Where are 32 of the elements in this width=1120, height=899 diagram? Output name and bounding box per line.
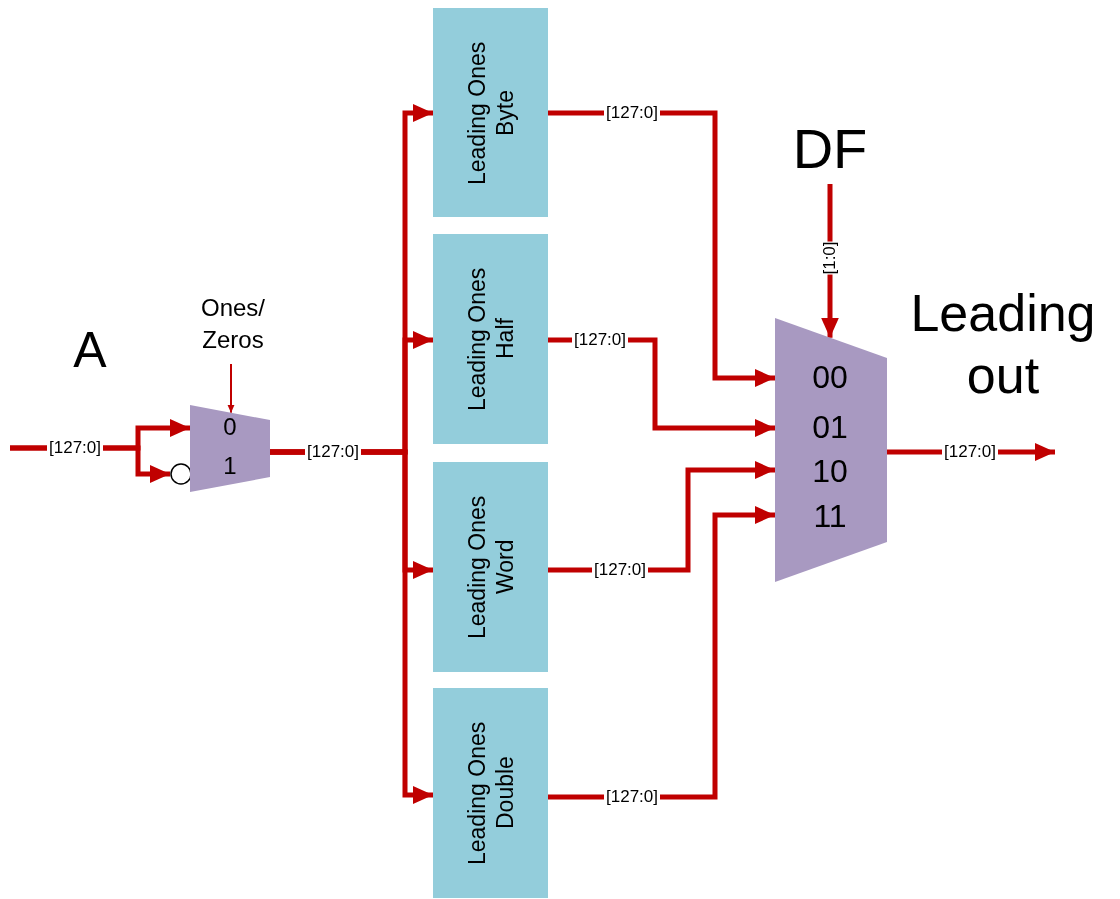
arrow (548, 506, 775, 800)
process-block (433, 8, 548, 217)
arrow (227, 363, 235, 414)
signal-name: Leading out (909, 283, 1097, 406)
arrow (270, 449, 433, 804)
process-block (433, 234, 548, 444)
edge-label: [127:0] (572, 330, 628, 350)
signal-name: A (72, 325, 108, 375)
edge-label: [127:0] (942, 442, 998, 462)
signal-name: Ones/ Zeros (178, 292, 288, 364)
input-label: 10 (811, 452, 849, 490)
edge-label: [127:0] (604, 787, 660, 807)
input-label: 01 (811, 408, 849, 446)
input-label: 1 (222, 452, 238, 480)
edge-label: [127:0] (47, 438, 103, 458)
block-label: Leading Ones Word (462, 494, 519, 641)
multiplexer (190, 405, 270, 492)
inversion-bubble (170, 463, 192, 485)
block-label: Leading Ones Half (462, 266, 519, 413)
input-label: 0 (222, 413, 238, 441)
block-label: Leading Ones Byte (462, 39, 519, 187)
input-label: 00 (811, 358, 849, 396)
multiplexer (775, 318, 887, 582)
arrow (548, 110, 775, 387)
process-block (433, 462, 548, 672)
input-label: 11 (812, 497, 848, 535)
signal-name: DF (782, 114, 878, 184)
edge-label: [127:0] (592, 560, 648, 580)
block-label: Leading Ones Double (462, 720, 519, 867)
edge-label: [127:0] (305, 442, 361, 462)
edge-label: [127:0] (604, 103, 660, 123)
process-block (433, 688, 548, 898)
